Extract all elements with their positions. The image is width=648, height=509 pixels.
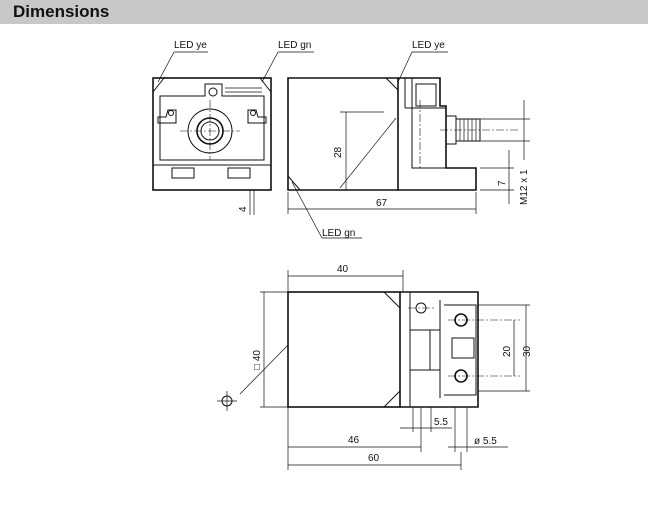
dim-dia-label: ø 5.5 [474,436,497,447]
led-ye-left-leader [157,51,175,83]
dim-40-label: 40 [337,264,349,275]
top-head-center-block [409,329,441,371]
dim-4-label: 4 [238,206,249,212]
top-view-head [400,291,479,408]
section-header: Dimensions [0,0,648,24]
front-base-slot-left [171,167,195,179]
dim-60-label: 60 [368,453,380,464]
side-diagonal [339,117,397,189]
top-bevel-bottom [383,390,401,408]
side-head-led-window [415,83,437,107]
front-view-outline [152,77,272,191]
label-led-gn-top: LED gn [278,40,311,51]
label-led-ye-left: LED ye [174,40,207,51]
side-bevel-bottom [287,175,301,191]
top-mount-tab [444,304,477,396]
dim-30-label: 30 [522,345,533,357]
front-view: 4 [152,77,272,215]
dim-5-5-label: 5.5 [434,417,448,428]
side-bevel-top [385,77,399,91]
dim-28-label: 28 [333,146,344,158]
label-led-gn-bottom: LED gn [322,228,355,239]
side-head-block [411,107,447,169]
section-title: Dimensions [13,2,110,21]
dim-7-label: 7 [497,180,508,186]
dim-67-label: 67 [376,198,388,209]
led-ye-right-leader [397,51,413,83]
front-right-clip [247,109,267,124]
side-view-body [287,77,399,191]
front-bevel-left [152,77,165,93]
top-view: 40 □ 40 20 30 5.5 ø 5.5 46 60 [217,264,533,470]
front-left-clip [157,109,177,124]
led-gn-bottom-leader [291,181,323,239]
dim-m12-label: M12 x 1 [519,169,530,205]
mount-center-block [451,337,475,359]
dim-20-label: 20 [502,345,513,357]
front-bevel-right [259,77,272,93]
front-top-screw [208,87,218,97]
side-view: 28 67 7 M12 x 1 [287,77,530,214]
front-left-clip-hole [168,110,174,116]
label-led-ye-right: LED ye [412,40,445,51]
front-right-clip-hole [250,110,256,116]
top-bevel-top [383,291,401,309]
dim-sq40-label: □ 40 [252,350,263,370]
front-base-slot-right [227,167,251,179]
top-view-body [287,291,401,408]
front-inner-face [159,83,265,161]
dim-46-label: 46 [348,435,360,446]
led-gn-top-leader [261,51,279,83]
